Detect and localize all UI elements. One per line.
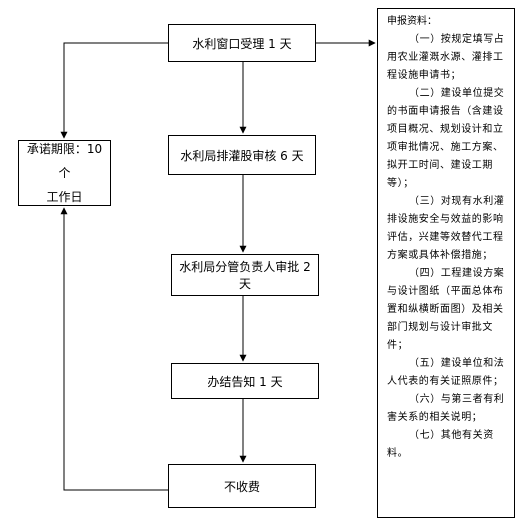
commitment-line-2: 工作日 — [46, 190, 83, 204]
materials-item: （七）其他有关资料。 — [387, 430, 494, 459]
step-label: 不收费 — [223, 479, 260, 494]
step-label: 水利局排灌股审核 6 天 — [180, 148, 304, 163]
arrow-step5-to-commitment — [60, 207, 168, 491]
step-no-fee: 不收费 — [168, 464, 316, 508]
materials-item: （四）工程建设方案与设计图纸（平面总体布置和纵横断面图）及相关部门规划与设计审批… — [387, 268, 505, 351]
commitment-line-1: 承诺期限：10 个 — [26, 142, 103, 180]
materials-item: （五）建设单位和法人代表的有关证照原件； — [387, 358, 505, 387]
materials-item: （六）与第三者有利害关系的相关说明； — [387, 394, 505, 423]
application-materials-box: 申报资料： （一）按规定填写占用农业灌溉水源、灌排工程设施申请书； （二）建设单… — [377, 8, 515, 518]
commitment-deadline-box: 承诺期限：10 个 工作日 — [18, 140, 111, 206]
materials-title: 申报资料： — [387, 16, 437, 27]
step-leader-approval: 水利局分管负责人审批 2 天 — [171, 254, 319, 296]
step-irrigation-review: 水利局排灌股审核 6 天 — [168, 135, 316, 175]
step-label: 水利局分管负责人审批 2 天 — [179, 260, 311, 291]
materials-item: （三）对现有水利灌排设施安全与效益的影响评估，兴建等效替代工程方案或具体补偿措施… — [387, 196, 505, 261]
step-label: 办结告知 1 天 — [207, 374, 283, 389]
step-window-acceptance: 水利窗口受理 1 天 — [168, 24, 316, 62]
materials-item: （二）建设单位提交的书面申请报告（含建设项目概况、规划设计和立项审批情况、施工方… — [387, 88, 505, 189]
arrow-step1-to-commitment — [60, 42, 168, 139]
step-label: 水利窗口受理 1 天 — [192, 36, 292, 51]
materials-item: （一）按规定填写占用农业灌溉水源、灌排工程设施申请书； — [387, 34, 505, 81]
step-completion-notice: 办结告知 1 天 — [171, 363, 319, 399]
